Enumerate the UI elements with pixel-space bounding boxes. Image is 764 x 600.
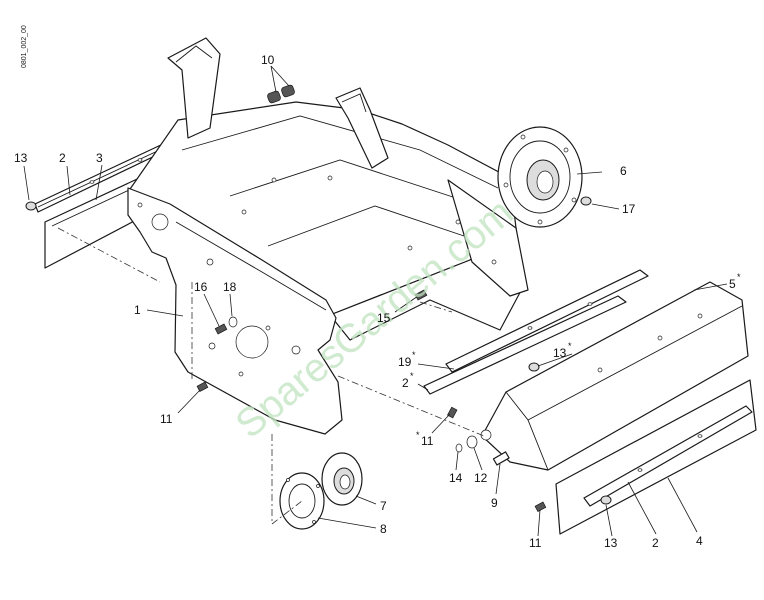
callout-2-left: 2 — [59, 151, 66, 165]
callout-6: 6 — [620, 164, 627, 178]
callout-13-rear-star: * — [568, 341, 572, 351]
front-strip — [583, 405, 753, 507]
callout-11-front: 11 — [529, 536, 542, 550]
callout-7: 7 — [380, 499, 387, 513]
bearing-ring-7 — [321, 452, 363, 506]
drawing-code: 0801_002_00 — [21, 25, 28, 68]
callout-11-rear: 11 — [421, 434, 434, 448]
rear-cover — [480, 281, 749, 471]
front-cover-nut — [600, 495, 612, 505]
callout-2-rear: 2 — [402, 376, 409, 390]
callout-8: 8 — [380, 522, 387, 536]
callout-5: 5 — [729, 277, 736, 291]
callout-3: 3 — [96, 151, 103, 165]
callout-15: 15 — [377, 311, 391, 325]
callout-5-star: * — [737, 272, 741, 282]
callout-11-rear-star: * — [416, 430, 420, 440]
flange-nut — [580, 196, 592, 206]
callout-14: 14 — [449, 471, 463, 485]
callout-13-left: 13 — [14, 151, 28, 165]
assembly-lines — [57, 227, 485, 525]
callout-13-rear: 13 — [553, 346, 567, 360]
callout-16: 16 — [194, 280, 208, 294]
washer-18 — [228, 316, 238, 328]
callout-18: 18 — [223, 280, 237, 294]
leader-lines — [23, 65, 728, 537]
callout-13-front: 13 — [604, 536, 618, 550]
clip-14 — [455, 443, 463, 453]
housing-side-plate — [127, 187, 343, 435]
caps — [267, 84, 295, 104]
bolt-16 — [214, 323, 228, 335]
callout-2-rear-star: * — [410, 371, 414, 381]
rear-strip-nut — [528, 362, 540, 372]
main-housing — [127, 37, 529, 341]
callout-labels: 1 2 3 13 10 6 17 5 * 16 18 15 19 * 13 * … — [14, 53, 741, 550]
callout-9: 9 — [491, 496, 498, 510]
bolt-11-rear — [446, 406, 458, 419]
callout-4: 4 — [696, 534, 703, 548]
washer-12 — [466, 435, 478, 449]
callout-19-star: * — [412, 350, 416, 360]
callout-1: 1 — [134, 303, 141, 317]
rear-strip — [423, 269, 649, 395]
key-9 — [492, 451, 510, 466]
callout-19: 19 — [398, 355, 412, 369]
callout-11-left: 11 — [160, 412, 173, 426]
left-cover-nut — [25, 201, 37, 211]
callout-10: 10 — [261, 53, 275, 67]
bolt-11-front — [534, 501, 547, 513]
bearing-flange — [497, 126, 583, 228]
callout-12: 12 — [474, 471, 488, 485]
bolt-11-left — [196, 381, 209, 393]
callout-17: 17 — [622, 202, 636, 216]
callout-2-front: 2 — [652, 536, 659, 550]
bearing-ring-8 — [279, 472, 325, 530]
